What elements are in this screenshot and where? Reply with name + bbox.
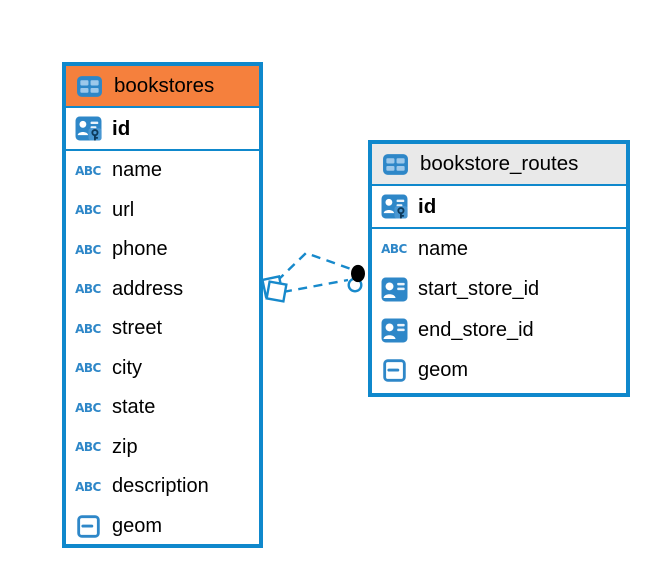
column-name: id bbox=[112, 116, 131, 140]
primary-key-icon bbox=[378, 194, 410, 219]
relationship-line-upper[interactable] bbox=[276, 251, 352, 282]
reference-type-icon bbox=[378, 277, 410, 302]
column-name: id bbox=[418, 194, 437, 218]
column-row-end-store-id[interactable]: end_store_id bbox=[372, 310, 626, 351]
column-name: street bbox=[112, 317, 163, 340]
column-name: geom bbox=[112, 514, 163, 537]
column-name: start_store_id bbox=[418, 278, 540, 301]
column-row-city[interactable]: ABC city bbox=[66, 349, 259, 389]
column-row-name[interactable]: ABC name bbox=[66, 151, 259, 191]
column-row-start-store-id[interactable]: start_store_id bbox=[372, 270, 626, 311]
column-row-state[interactable]: ABC state bbox=[66, 388, 259, 428]
column-list: ABC name start_store_id end_store_id ge bbox=[372, 229, 626, 391]
text-type-icon: ABC bbox=[75, 203, 101, 218]
relationship-line-lower[interactable] bbox=[282, 278, 349, 294]
text-type-icon: ABC bbox=[75, 282, 101, 297]
text-type-icon: ABC bbox=[75, 440, 101, 455]
column-row-id[interactable]: id bbox=[372, 186, 626, 229]
column-name: phone bbox=[112, 238, 168, 261]
column-row-id[interactable]: id bbox=[66, 108, 259, 151]
text-type-icon: ABC bbox=[75, 163, 101, 178]
column-name: city bbox=[112, 356, 142, 379]
column-row-url[interactable]: ABC url bbox=[66, 191, 259, 231]
text-type-icon: ABC bbox=[75, 361, 101, 376]
geometry-type-icon bbox=[378, 359, 410, 382]
column-name: geom bbox=[418, 359, 469, 382]
table-bookstore-routes-header[interactable]: bookstore_routes bbox=[372, 144, 626, 186]
reference-type-icon bbox=[378, 318, 410, 343]
primary-key-icon bbox=[72, 116, 104, 141]
column-row-name[interactable]: ABC name bbox=[372, 229, 626, 270]
column-row-phone[interactable]: ABC phone bbox=[66, 230, 259, 270]
table-icon bbox=[379, 153, 411, 176]
geometry-type-icon bbox=[72, 515, 104, 538]
column-row-geom[interactable]: geom bbox=[66, 507, 259, 547]
text-type-icon: ABC bbox=[75, 479, 101, 494]
table-bookstore-routes: bookstore_routes id ABC name start_store… bbox=[368, 140, 630, 397]
one-side-marker bbox=[347, 264, 365, 293]
column-row-geom[interactable]: geom bbox=[372, 351, 626, 392]
column-row-address[interactable]: ABC address bbox=[66, 270, 259, 310]
many-side-marker bbox=[260, 274, 288, 303]
table-bookstores-header[interactable]: bookstores bbox=[66, 66, 259, 108]
column-name: end_store_id bbox=[418, 318, 534, 341]
column-name: url bbox=[112, 198, 135, 221]
column-name: name bbox=[112, 159, 163, 182]
column-row-zip[interactable]: ABC zip bbox=[66, 428, 259, 468]
column-name: description bbox=[112, 475, 209, 498]
table-name: bookstores bbox=[114, 74, 215, 97]
table-bookstores: bookstores id ABC name ABC url ABC phone… bbox=[62, 62, 263, 548]
table-icon bbox=[73, 75, 105, 98]
text-type-icon: ABC bbox=[75, 242, 101, 257]
column-name: zip bbox=[112, 435, 138, 458]
column-name: state bbox=[112, 396, 156, 419]
table-name: bookstore_routes bbox=[420, 152, 579, 175]
text-type-icon: ABC bbox=[381, 242, 407, 257]
text-type-icon: ABC bbox=[75, 321, 101, 336]
text-type-icon: ABC bbox=[75, 400, 101, 415]
column-name: address bbox=[112, 277, 184, 300]
column-row-description[interactable]: ABC description bbox=[66, 467, 259, 507]
column-list: ABC name ABC url ABC phone ABC address A… bbox=[66, 151, 259, 546]
column-row-street[interactable]: ABC street bbox=[66, 309, 259, 349]
column-name: name bbox=[418, 237, 469, 260]
